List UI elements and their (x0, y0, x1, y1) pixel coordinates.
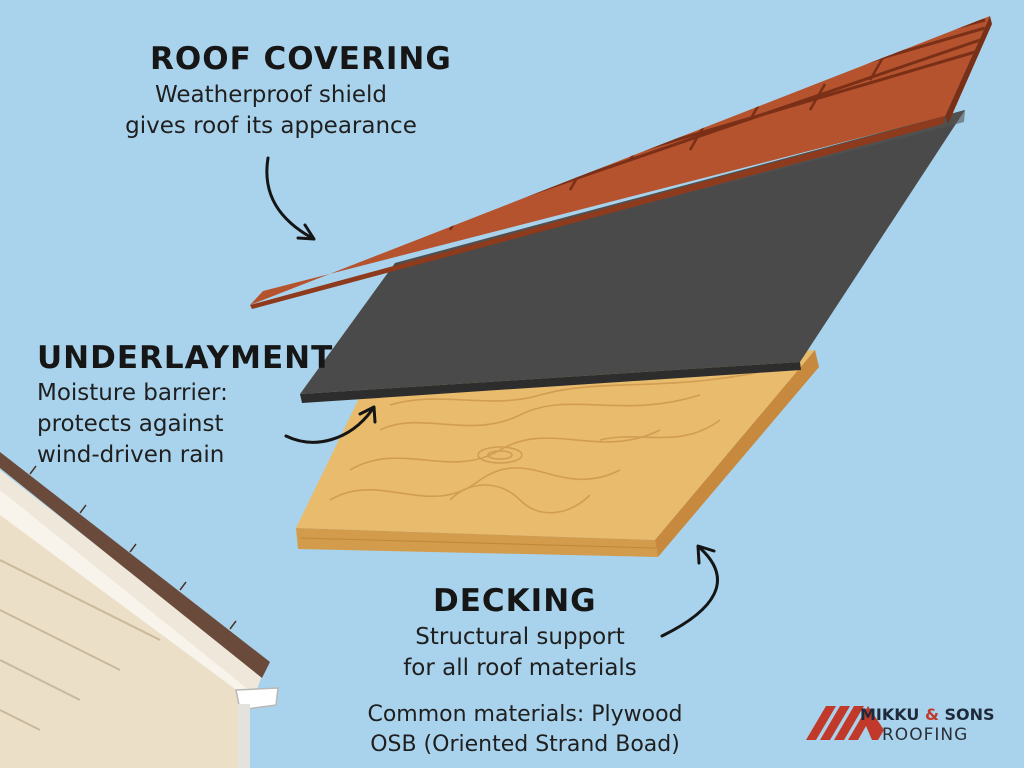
underlayment-title: UNDERLAYMENT (37, 340, 334, 376)
underlayment-arrow-icon (284, 405, 377, 444)
decking-materials: Common materials: Plywood OSB (Oriented … (335, 700, 715, 760)
brand-name-suffix: SONS (944, 705, 995, 724)
brand-name: MIKKU & SONS (860, 705, 995, 724)
underlayment-layer (300, 110, 965, 403)
brand-subtitle: ROOFING (882, 725, 969, 745)
decking-materials-line-2: OSB (Oriented Strand Boad) (370, 732, 680, 757)
decking-title: DECKING (433, 583, 597, 619)
decking-line-2: for all roof materials (403, 655, 637, 681)
roof-covering-line-1: Weatherproof shield (154, 82, 388, 108)
roof-covering-title: ROOF COVERING (150, 41, 452, 77)
roof-covering-line-2: gives roof its appearance (125, 113, 417, 139)
brand-name-first: MIKKU (860, 705, 920, 724)
decking-line-1: Structural support (415, 624, 625, 650)
brand-logo: MIKKU & SONS ROOFING (802, 703, 1012, 745)
house-corner (0, 452, 279, 768)
underlayment-line-2: protects against (37, 411, 224, 437)
decking-board (296, 350, 819, 557)
roof-stripes-logo-icon (806, 706, 884, 740)
underlayment-line-1: Moisture barrier: (37, 380, 228, 406)
roof-covering-arrow-icon (265, 156, 316, 241)
decking-description: Structural support for all roof material… (355, 622, 685, 684)
decking-arrow-icon (660, 544, 719, 638)
underlayment-description: Moisture barrier: protects against wind-… (37, 378, 228, 471)
underlayment-line-3: wind-driven rain (37, 442, 225, 468)
decking-materials-line-1: Common materials: Plywood (367, 702, 683, 727)
brand-ampersand: & (924, 705, 939, 724)
roof-covering-description: Weatherproof shield gives roof its appea… (96, 80, 446, 142)
